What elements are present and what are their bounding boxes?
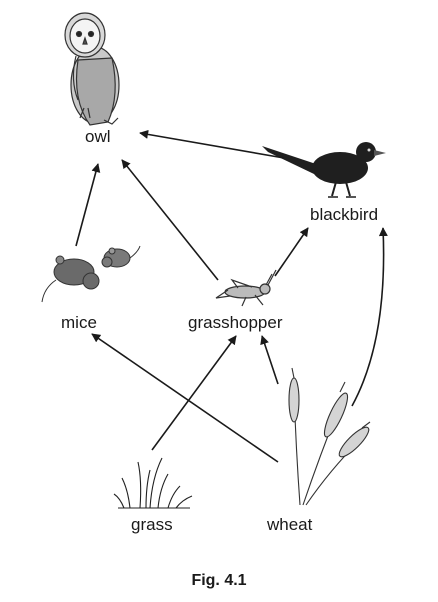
arrow-wheat-to-grasshopper <box>260 335 279 385</box>
label-blackbird: blackbird <box>310 205 379 224</box>
arrows <box>75 129 388 463</box>
arrow-blackbird-to-owl <box>139 129 285 159</box>
grass-illustration <box>113 457 193 509</box>
label-wheat: wheat <box>267 515 313 534</box>
arrow-wheat-to-mice <box>91 333 279 463</box>
arrow-mice-to-owl <box>75 163 101 247</box>
arrow-grasshopper-to-blackbird <box>274 227 309 277</box>
grasshopper-illustration <box>215 269 277 307</box>
label-grass: grass <box>131 515 173 534</box>
figure-caption: Fig. 4.1 <box>191 572 247 589</box>
mice-illustration <box>41 245 141 303</box>
arrow-grass-to-grasshopper <box>151 335 237 451</box>
arrow-wheat-to-blackbird <box>351 227 388 407</box>
owl-illustration <box>64 12 120 126</box>
blackbird-illustration <box>262 142 386 198</box>
label-mice: mice <box>61 313 97 332</box>
label-owl: owl <box>85 127 111 146</box>
wheat-illustration <box>288 367 371 506</box>
label-grasshopper: grasshopper <box>188 313 283 332</box>
arrow-grasshopper-to-owl <box>121 159 219 281</box>
